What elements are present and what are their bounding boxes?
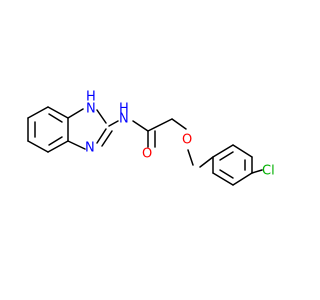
atom-label-n1-h: H <box>86 90 96 105</box>
bond-benzene-3 <box>27 140 49 153</box>
atom-label-ether-oxygen: O <box>182 133 192 148</box>
bond-oether-link <box>187 149 194 166</box>
bond-phenyl-3 <box>232 172 253 186</box>
bond-phenyl-inner-3 <box>219 151 234 161</box>
bond-benzene-4 <box>47 140 69 153</box>
bond-ch2-oether <box>171 118 187 130</box>
bond-oether-phenyl <box>199 156 214 168</box>
bond-imidazole-3 <box>96 128 107 144</box>
bond-imidazole-2 <box>96 109 107 124</box>
bond-c-cl <box>251 169 263 174</box>
bond-imidazole-1 <box>67 108 84 119</box>
bonds <box>27 106 263 186</box>
bond-carbonyl-ch2 <box>147 118 173 132</box>
bond-nh-carbonyl <box>132 120 149 132</box>
molecule-structure: H N N H N O O Cl <box>0 0 300 300</box>
bond-imidazole-3b <box>101 130 113 147</box>
atom-label-nh: N <box>119 112 129 127</box>
atom-labels: H N N H N O O Cl <box>85 90 275 179</box>
bond-benzene-inner-2 <box>48 136 63 146</box>
bond-benzene-1 <box>27 106 49 119</box>
bond-benzene-inner-3 <box>48 113 63 123</box>
bond-imidazole-4 <box>67 140 86 150</box>
bond-phenyl-6 <box>212 144 234 158</box>
bond-phenyl-2 <box>212 172 234 186</box>
bond-phenyl-inner-1 <box>219 169 234 179</box>
atom-label-n3: N <box>85 141 95 156</box>
atom-label-chlorine: Cl <box>262 164 275 179</box>
atom-label-carbonyl-oxygen: O <box>142 147 152 162</box>
background <box>0 0 300 300</box>
bond-phenyl-5 <box>232 144 253 158</box>
bond-c2-nh <box>108 120 119 127</box>
atom-label-nh-h: H <box>119 102 129 117</box>
bond-benzene-6 <box>47 106 69 119</box>
atom-label-n1: N <box>86 102 96 117</box>
